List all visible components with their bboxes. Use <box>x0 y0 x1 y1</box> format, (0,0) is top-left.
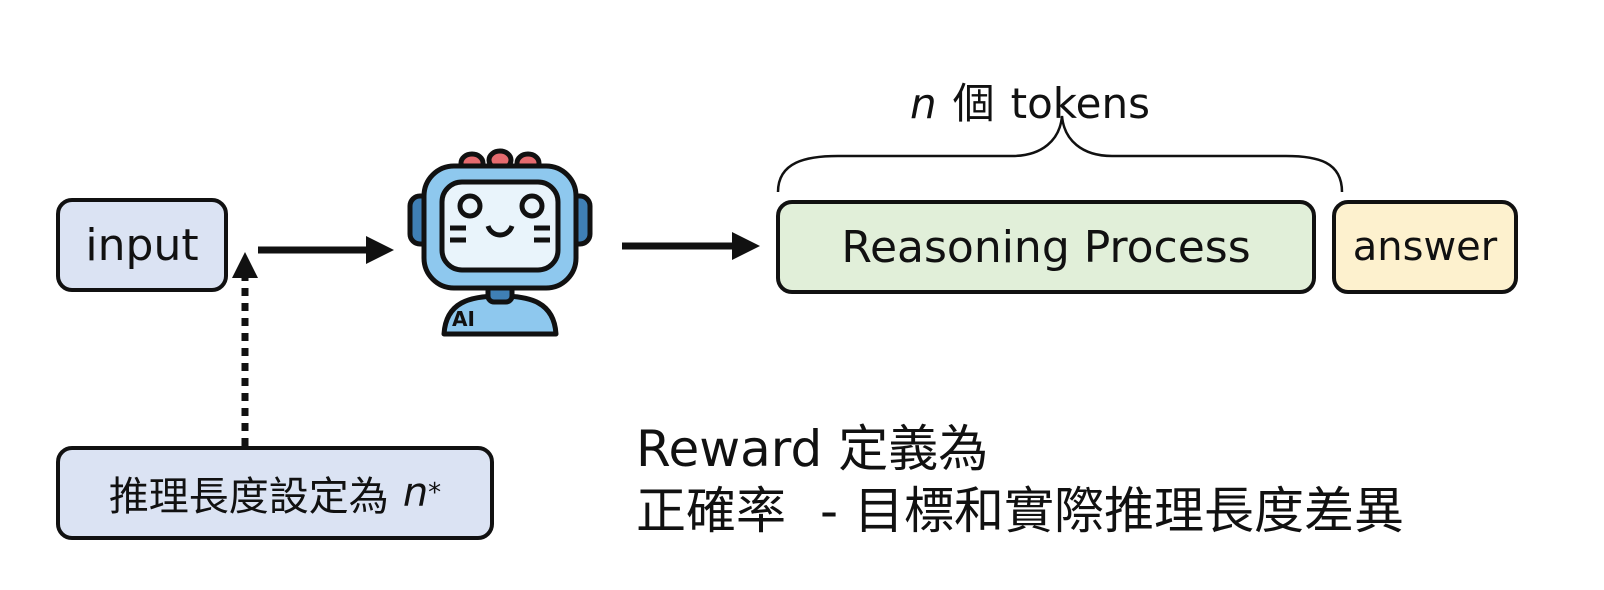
robot-model-icon <box>407 148 593 337</box>
input-label: input <box>85 219 199 271</box>
token-unit-char: 個 <box>952 79 995 128</box>
input-box: input <box>56 198 228 292</box>
reasoning-label: Reasoning Process <box>841 221 1251 273</box>
reasoning-process-box: Reasoning Process <box>776 200 1316 294</box>
target-length-box: 推理長度設定為 n* <box>56 446 494 540</box>
answer-label: answer <box>1352 224 1498 270</box>
reward-accuracy: 正確率 <box>636 482 786 540</box>
token-variable: n <box>910 79 937 128</box>
arrow-model-to-output <box>622 232 760 260</box>
dashed-arrow-length-to-input <box>232 252 258 446</box>
target-length-variable: n <box>402 470 429 516</box>
token-brace <box>776 115 1344 193</box>
reward-line-2: 正確率-目標和實際推理長度差異 <box>636 480 1404 542</box>
answer-box: answer <box>1332 200 1518 294</box>
token-unit: tokens <box>1010 79 1150 128</box>
reward-length-diff: 目標和實際推理長度差異 <box>854 482 1405 540</box>
arrow-input-to-model <box>258 236 394 264</box>
reward-line-1: Reward 定義為 <box>636 418 1404 480</box>
robot-badge: AI <box>452 307 475 331</box>
target-length-subscript: * <box>428 478 442 508</box>
target-length-label: 推理長度設定為 <box>108 474 389 520</box>
reward-term: Reward <box>636 420 823 478</box>
reward-minus: - <box>820 482 839 540</box>
reward-definition: Reward 定義為 正確率-目標和實際推理長度差異 <box>636 418 1404 542</box>
reward-defined-as: 定義為 <box>838 420 989 478</box>
